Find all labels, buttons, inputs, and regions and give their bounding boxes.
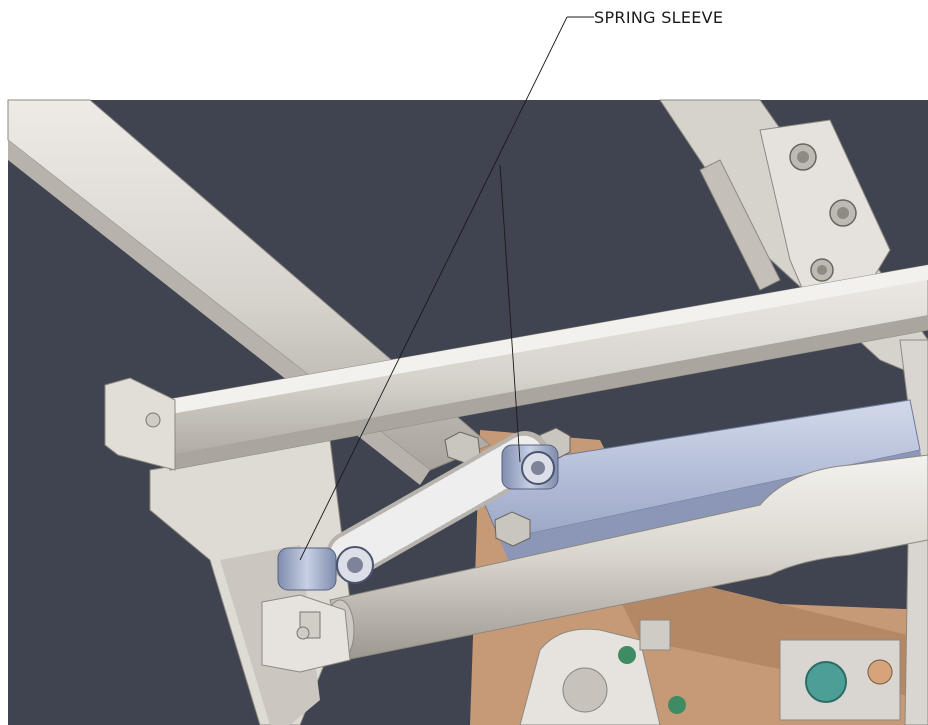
- tube-end-plate: [104, 377, 176, 471]
- tension-spring: [326, 431, 549, 579]
- horizontal-square-tube: [164, 264, 928, 471]
- callout-leader-lines: [299, 16, 594, 561]
- leader-line-to-left-sleeve: [299, 16, 568, 561]
- lower-mechanism: [519, 619, 901, 725]
- rod-end-clevis: [261, 594, 351, 673]
- spring-sleeve-label: SPRING SLEEVE: [594, 8, 724, 27]
- leader-line-to-right-sleeve: [499, 164, 521, 463]
- spring-sleeve-left: [277, 546, 374, 591]
- spring-sleeve-right: [501, 444, 559, 490]
